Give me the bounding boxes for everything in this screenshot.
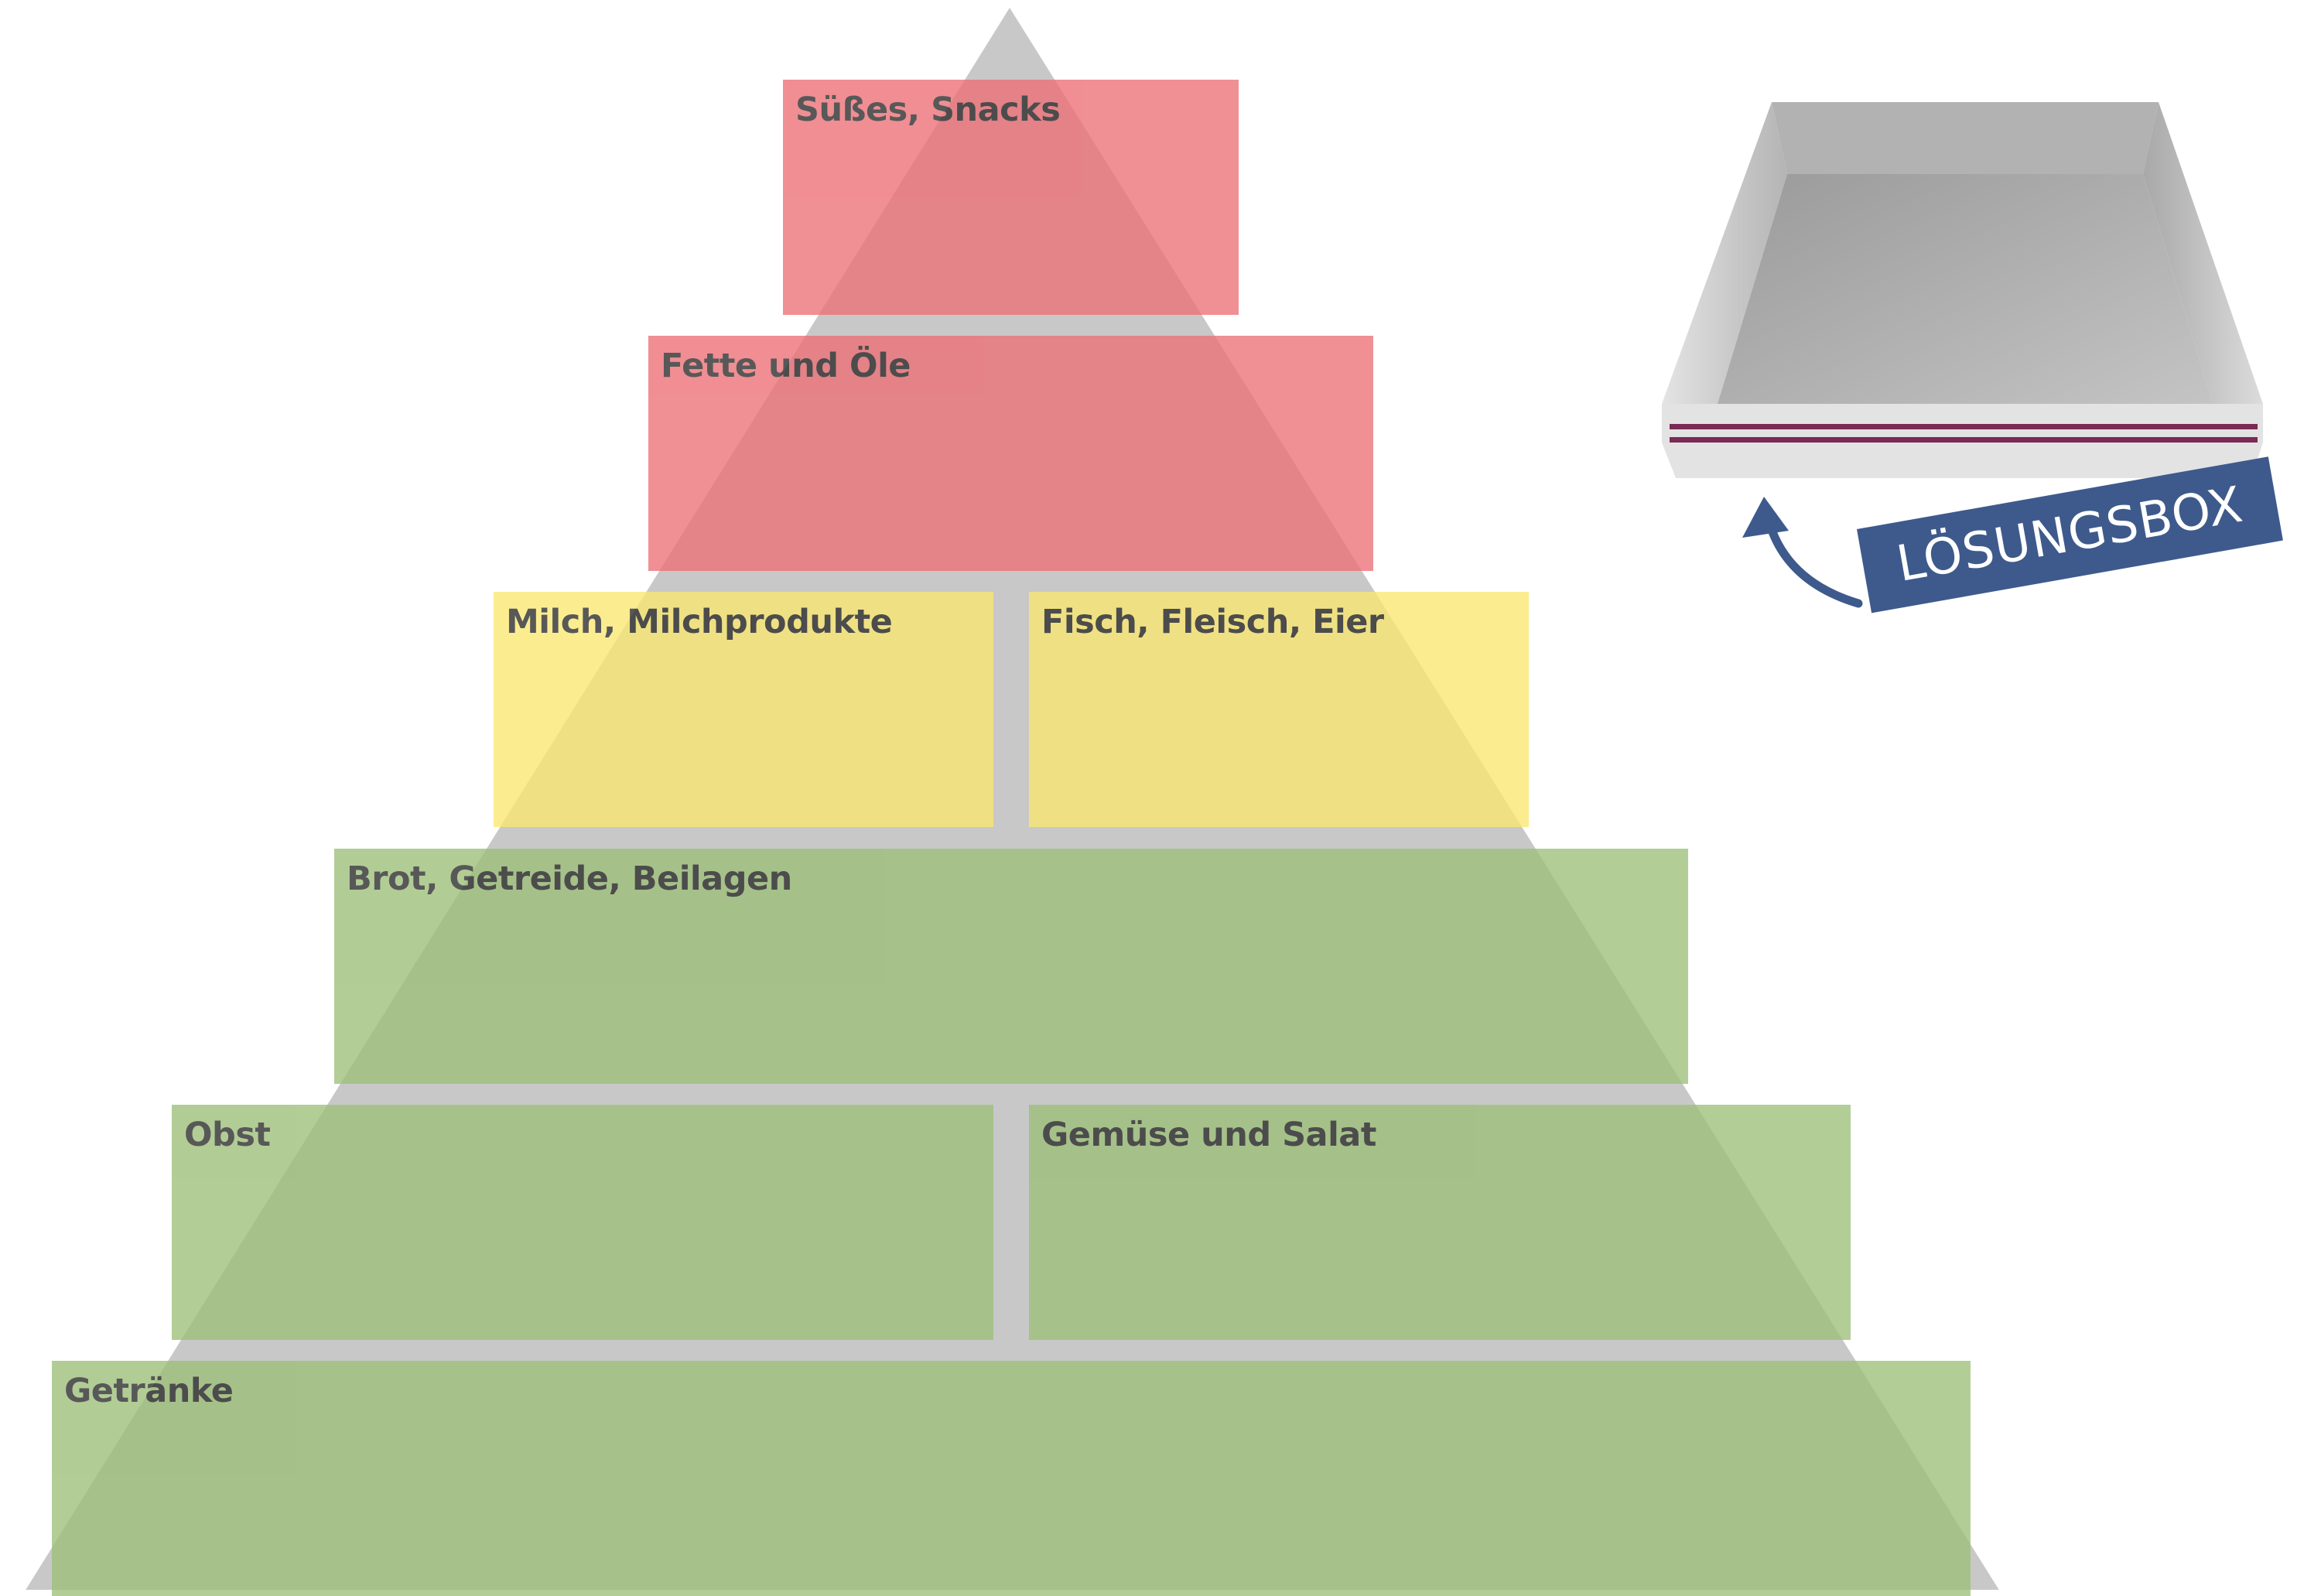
tier-label-obst: Obst xyxy=(184,1116,271,1154)
tier-label-brot-getreide-beilagen: Brot, Getreide, Beilagen xyxy=(347,860,792,898)
tier-label-milch-milchprodukte: Milch, Milchprodukte xyxy=(506,603,893,641)
box-back-wall xyxy=(1772,102,2159,174)
tier-suesses-snacks[interactable]: Süßes, Snacks xyxy=(783,80,1239,315)
box-stripe-bottom xyxy=(1670,437,2258,443)
tier-fette-und-oele[interactable]: Fette und Öle xyxy=(648,336,1373,571)
tier-label-fisch-fleisch-eier: Fisch, Fleisch, Eier xyxy=(1041,603,1384,641)
box-stripe-top xyxy=(1670,424,2258,429)
tier-label-gemuese-und-salat: Gemüse und Salat xyxy=(1041,1116,1376,1154)
tier-label-suesses-snacks: Süßes, Snacks xyxy=(795,91,1061,129)
tier-obst[interactable]: Obst xyxy=(172,1105,993,1340)
tier-label-getraenke: Getränke xyxy=(64,1372,234,1410)
box-floor xyxy=(1718,174,2213,404)
tier-fisch-fleisch-eier[interactable]: Fisch, Fleisch, Eier xyxy=(1029,592,1529,827)
tier-milch-milchprodukte[interactable]: Milch, Milchprodukte xyxy=(494,592,993,827)
box-right-wall xyxy=(2143,102,2263,404)
curved-arrow-head xyxy=(1742,497,1789,538)
tier-brot-getreide-beilagen[interactable]: Brot, Getreide, Beilagen xyxy=(334,849,1688,1084)
tier-gemuese-und-salat[interactable]: Gemüse und Salat xyxy=(1029,1105,1851,1340)
open-box-icon[interactable] xyxy=(1640,93,2282,650)
pyramid-divider-upper xyxy=(993,592,1029,827)
pyramid-divider-lower xyxy=(993,1105,1029,1340)
tier-label-fette-und-oele: Fette und Öle xyxy=(661,347,911,385)
box-left-wall xyxy=(1662,102,1787,404)
tier-getraenke[interactable]: Getränke xyxy=(52,1361,1971,1596)
